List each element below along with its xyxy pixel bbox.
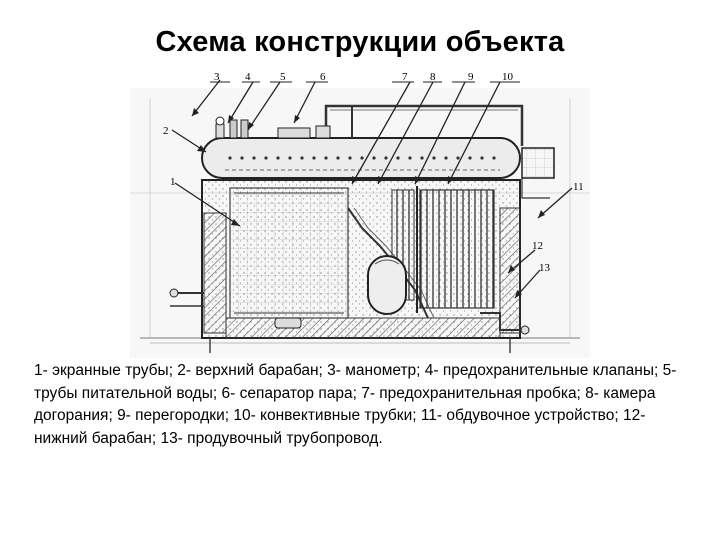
boiler-schematic: 3 4 5 6 7 8 9 10 2 1 11 12 13 [130, 71, 590, 358]
callout-1: 1 [170, 176, 176, 188]
callout-7: 7 [402, 71, 408, 83]
callout-8: 8 [430, 71, 436, 83]
callout-3: 3 [214, 71, 220, 83]
callout-12: 12 [532, 240, 543, 252]
callout-4: 4 [245, 71, 251, 83]
callout-10: 10 [502, 71, 514, 83]
callout-9: 9 [468, 71, 474, 83]
callout-2: 2 [163, 125, 169, 137]
callout-5: 5 [280, 71, 286, 83]
callout-11: 11 [573, 181, 584, 193]
page-title: Схема конструкции объекта [155, 26, 565, 58]
callout-13: 13 [539, 262, 551, 274]
legend-text: 1- экранные трубы; 2- верхний барабан; 3… [34, 362, 677, 447]
callout-6: 6 [320, 71, 326, 83]
